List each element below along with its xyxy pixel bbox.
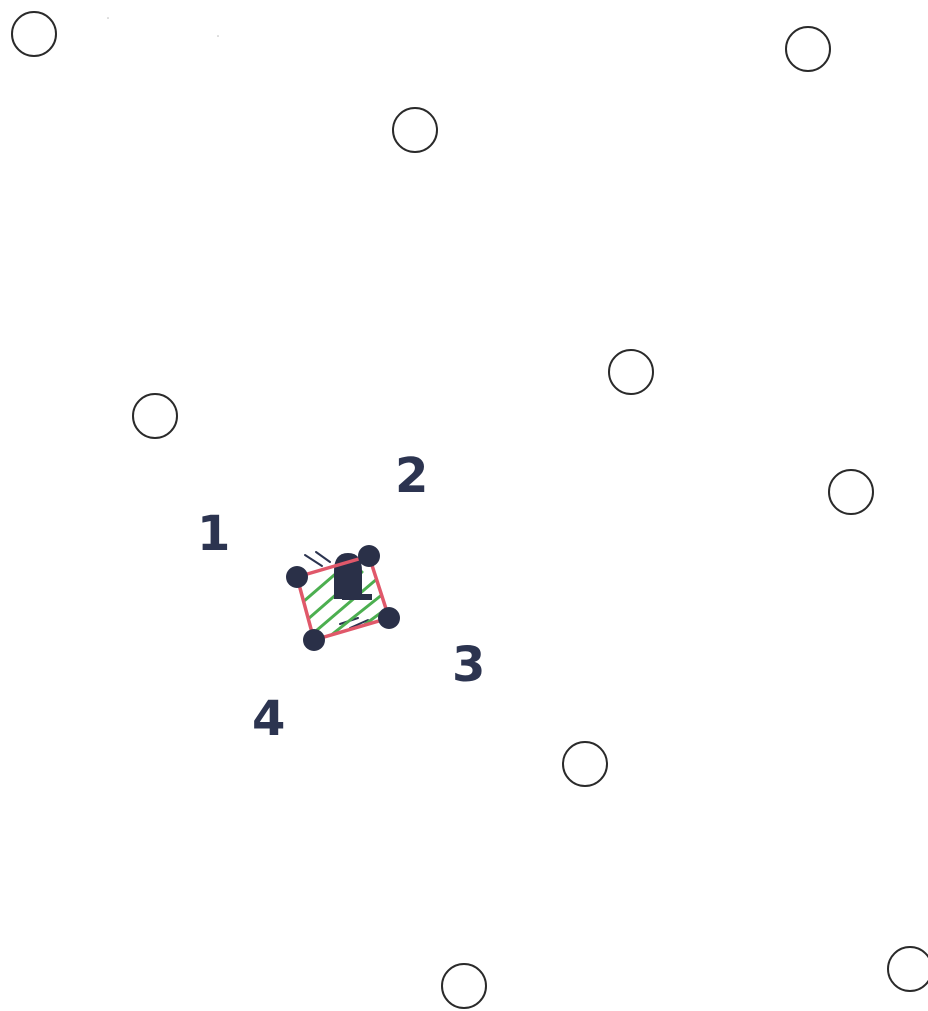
reference-circle-4 bbox=[609, 350, 653, 394]
reference-circle-7 bbox=[563, 742, 607, 786]
corner-marker-3 bbox=[378, 607, 400, 629]
reference-circle-3 bbox=[393, 108, 437, 152]
tombstone-icon-base bbox=[342, 594, 372, 600]
center-assembly bbox=[286, 545, 400, 651]
corner-label-3: 3 bbox=[452, 637, 485, 693]
reference-circle-9 bbox=[888, 947, 928, 991]
corner-marker-1 bbox=[286, 566, 308, 588]
reference-circle-2 bbox=[786, 27, 830, 71]
corner-label-2: 2 bbox=[395, 448, 428, 504]
speck bbox=[217, 35, 219, 37]
corner-marker-4 bbox=[303, 629, 325, 651]
corner-label-4: 4 bbox=[252, 691, 285, 747]
corner-label-1: 1 bbox=[197, 506, 230, 562]
reference-circles bbox=[12, 12, 928, 1008]
reference-circle-5 bbox=[133, 394, 177, 438]
speck bbox=[107, 17, 109, 19]
corner-marker-2 bbox=[358, 545, 380, 567]
reference-circle-8 bbox=[442, 964, 486, 1008]
tick-mark-top bbox=[305, 552, 330, 566]
reference-circle-1 bbox=[12, 12, 56, 56]
reference-circle-6 bbox=[829, 470, 873, 514]
